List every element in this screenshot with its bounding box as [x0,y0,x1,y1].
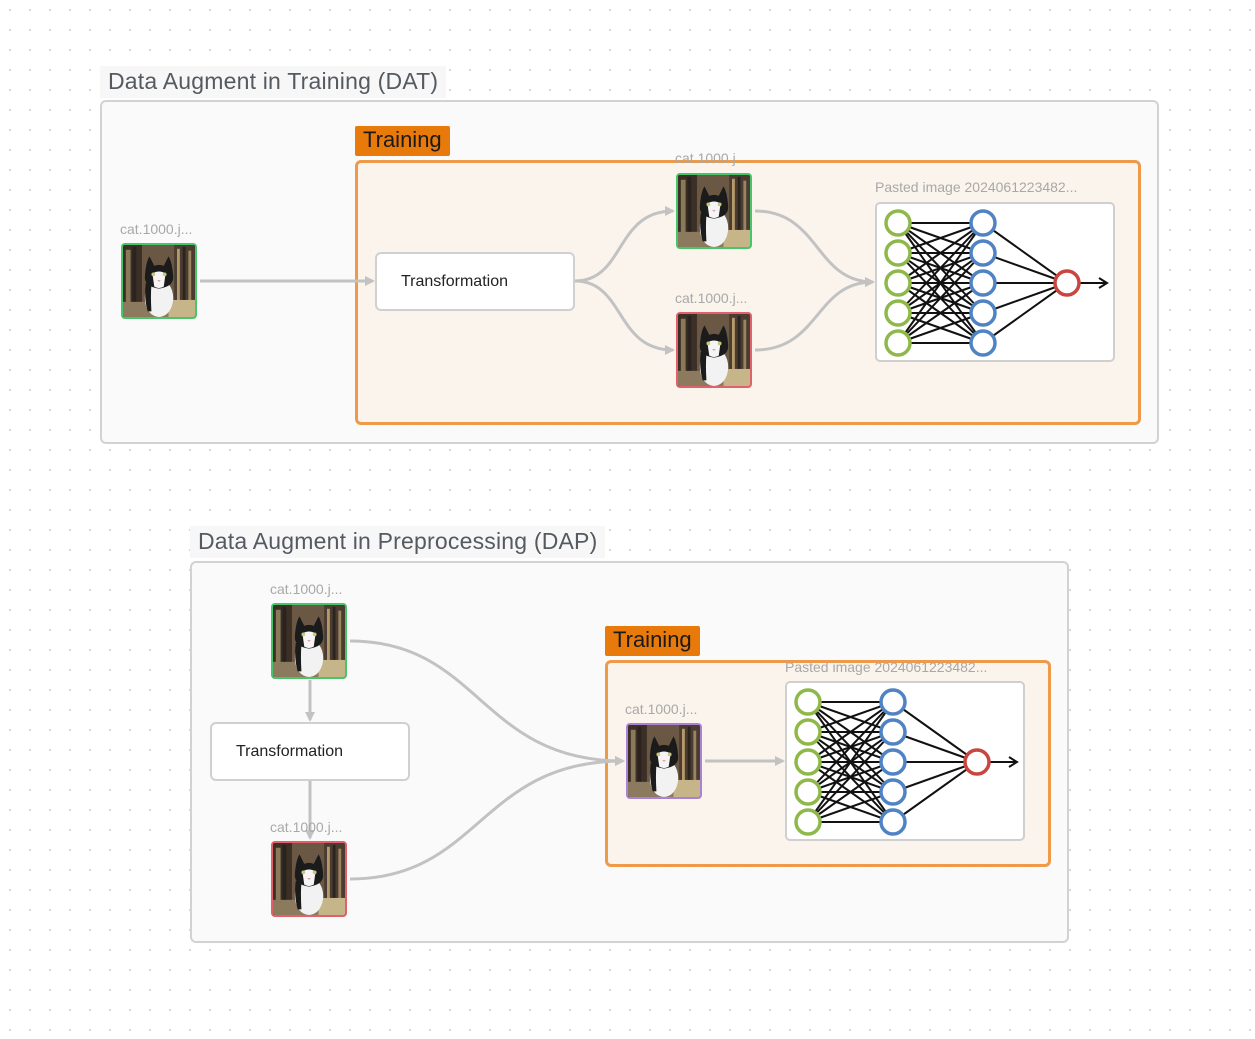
nn-input-neuron [884,239,912,267]
nn-input-neuron [884,299,912,327]
cat-photo [678,314,750,386]
nn-connection [892,701,978,763]
nn-connection [892,761,978,793]
cat-photo [678,175,750,247]
nn-connection [892,731,978,763]
dat-network-label: Pasted image 2024061223482... [875,179,1078,195]
nn-hidden-neuron [879,718,907,746]
nn-hidden-neuron [969,239,997,267]
dap-transform-label: Transformation [236,742,343,760]
dap-transform-node[interactable]: Transformation [210,722,410,781]
dap-merged-image-label: cat.1000.j... [625,701,698,717]
dat-training-label: Training [355,126,450,156]
cat-photo [273,605,345,677]
nn-connection [807,701,894,733]
nn-input-neuron [794,778,822,806]
nn-input-neuron [884,329,912,357]
nn-connection [897,222,984,344]
nn-hidden-neuron [879,808,907,836]
nn-connection [807,791,894,823]
nn-connection [807,701,894,823]
nn-connection [897,312,984,344]
nn-connection [807,731,894,823]
dap-input-image[interactable] [271,603,347,679]
nn-output-arrowhead [1008,756,1019,768]
dat-transform-node[interactable]: Transformation [375,252,575,311]
nn-hidden-neuron [969,269,997,297]
dat-input-image-label: cat.1000.j... [120,221,193,237]
dat-network-image[interactable] [875,202,1115,362]
dap-network-label: Pasted image 2024061223482... [785,659,988,675]
dap-input-image-label: cat.1000.j... [270,581,343,597]
nn-input-neuron [794,748,822,776]
nn-output-arrowhead [1098,277,1109,289]
neural-network-diagram [794,688,1019,836]
nn-input-neuron [794,718,822,746]
nn-hidden-neuron [879,778,907,806]
dap-group-title: Data Augment in Preprocessing (DAP) [190,526,606,558]
nn-input-neuron [884,269,912,297]
nn-connection [807,701,894,793]
neural-network-diagram [884,209,1109,357]
nn-connection [982,282,1068,344]
dap-network-image[interactable] [785,681,1025,841]
cat-photo [123,245,195,317]
dat-input-image[interactable] [121,243,197,319]
dap-merged-image[interactable] [626,723,702,799]
nn-connection [897,222,984,254]
nn-connection [897,222,984,314]
nn-hidden-neuron [879,688,907,716]
nn-connection [897,282,984,344]
nn-connection [982,222,1068,284]
nn-hidden-neuron [969,299,997,327]
dap-aug-image[interactable] [271,841,347,917]
nn-connection [807,761,894,823]
cat-photo [273,843,345,915]
dat-aug-bottom-label: cat.1000.j... [675,290,748,306]
dat-transform-label: Transformation [401,272,508,290]
nn-input-neuron [794,688,822,716]
nn-connection [897,252,984,344]
dat-aug-image-top[interactable] [676,173,752,249]
dat-aug-image-bottom[interactable] [676,312,752,388]
nn-input-neuron [794,808,822,836]
nn-output-neuron [963,748,991,776]
nn-hidden-neuron [969,209,997,237]
cat-photo [628,725,700,797]
nn-hidden-neuron [879,748,907,776]
dap-training-label: Training [605,626,700,656]
nn-input-neuron [884,209,912,237]
dat-group-title: Data Augment in Training (DAT) [100,66,447,98]
nn-output-neuron [1053,269,1081,297]
dap-aug-image-label: cat.1000.j... [270,819,343,835]
nn-connection [982,252,1068,284]
dat-aug-top-label: cat.1000.j... [675,150,748,166]
nn-connection [897,222,984,284]
nn-connection [807,701,894,763]
nn-connection [982,282,1068,314]
nn-hidden-neuron [969,329,997,357]
nn-connection [892,761,978,823]
